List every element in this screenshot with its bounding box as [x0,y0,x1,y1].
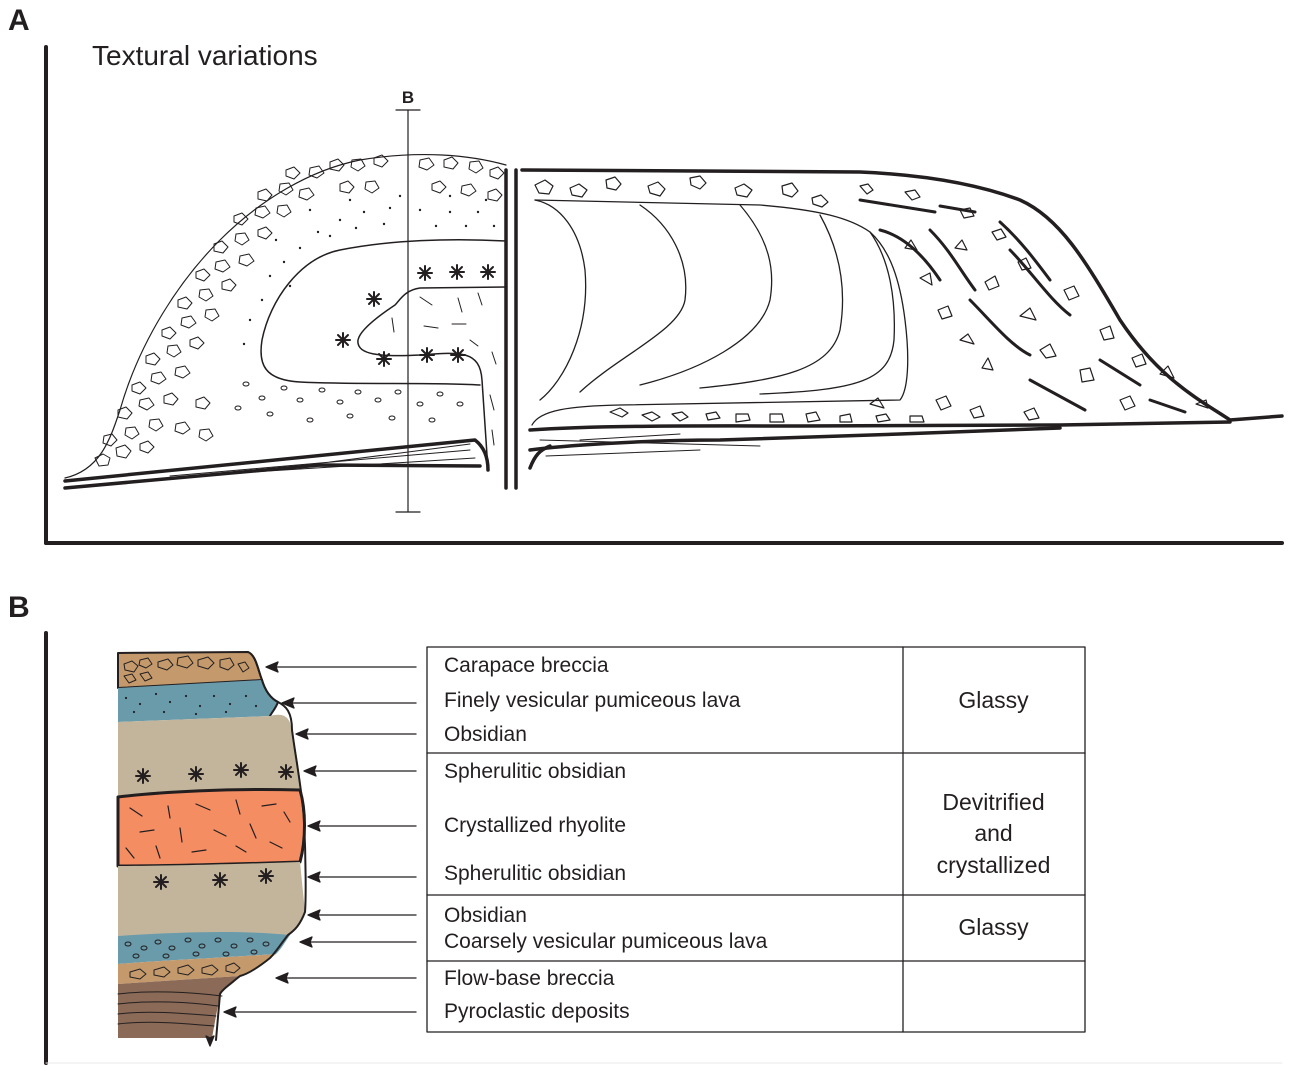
class-label-devitrified-line2: and [903,817,1084,849]
breccia-clasts-left [95,155,504,466]
base-clasts-right [610,408,924,422]
layer-label-obsidian-upper: Obsidian [444,724,527,745]
layer-label-finely-vesicular-pumiceous-lava: Finely vesicular pumiceous lava [444,690,740,711]
spherulite-marks [336,265,495,366]
layer-label-crystallized-rhyolite: Crystallized rhyolite [444,815,626,836]
class-label-glassy-bottom: Glassy [903,911,1084,943]
right-flow [522,170,1282,468]
layer-label-spherulitic-obsidian-upper: Spherulitic obsidian [444,761,626,782]
stratigraphic-column [118,652,306,1040]
class-label-devitrified-line1: Devitrified [903,786,1084,818]
left-dome [65,155,516,488]
layer-label-carapace-breccia: Carapace breccia [444,655,609,676]
layer-label-obsidian-lower: Obsidian [444,905,527,926]
class-label-devitrified-line3: crystallized [903,849,1084,881]
layer-label-coarsely-vesicular-pumiceous-lava: Coarsely vesicular pumiceous lava [444,931,767,952]
vesicles-left [235,382,463,422]
panel-a-frame [46,47,1282,543]
layer-label-spherulitic-obsidian-lower: Spherulitic obsidian [444,863,626,884]
layer-label-flow-base-breccia: Flow-base breccia [444,968,614,989]
section-marker-b: B [402,88,414,107]
class-label-glassy-top: Glassy [903,684,1084,716]
layer-label-pyroclastic-deposits: Pyroclastic deposits [444,1001,630,1022]
